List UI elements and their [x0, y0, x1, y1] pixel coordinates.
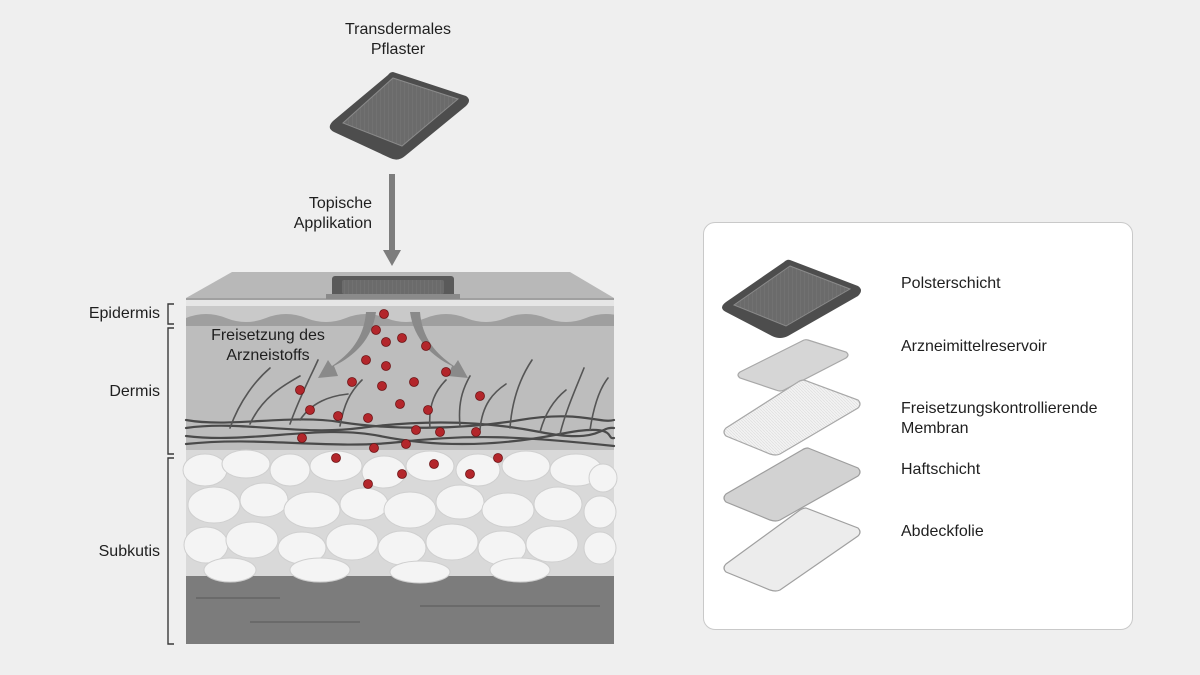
fat-cells	[182, 449, 618, 584]
release-label-line1: Freisetzung des	[211, 327, 325, 344]
legend-layer-adhesive-icon	[723, 447, 861, 522]
legend-label-membrane-line1: Freisetzungskontrollierende	[901, 400, 1098, 417]
release-label: Freisetzung des Arzneistoffs	[198, 326, 338, 366]
nerve-fibers	[229, 359, 609, 435]
application-label-line2: Applikation	[293, 215, 372, 232]
legend-label-liner: Abdeckfolie	[901, 523, 984, 540]
blood-vessels	[184, 415, 616, 448]
legend-layer-reservoir-icon	[737, 339, 849, 392]
patch-title-line2: Pflaster	[370, 41, 426, 58]
layer-brackets	[167, 303, 174, 645]
legend-layer-polsterschicht-icon	[722, 259, 861, 338]
release-arrows	[318, 312, 468, 378]
application-arrow	[383, 174, 401, 266]
legend-layer-liner-icon	[723, 507, 861, 592]
transdermal-patch-icon	[329, 72, 469, 160]
legend-label-reservoir: Arzneimittelreservoir	[901, 338, 1047, 355]
legend-label-membrane-line2: Membran	[901, 420, 969, 437]
application-label: Topische Applikation	[250, 194, 372, 234]
legend-label-polsterschicht: Polsterschicht	[901, 275, 1001, 292]
skin-block	[182, 272, 618, 644]
layer-label-epidermis: Epidermis	[88, 305, 160, 322]
applied-patch-icon	[326, 276, 460, 299]
application-label-line1: Topische	[308, 195, 372, 212]
layer-label-subkutis: Subkutis	[98, 543, 160, 560]
drug-particles	[295, 309, 503, 489]
legend-layer-membrane-icon	[723, 379, 861, 456]
legend-label-membrane: Freisetzungskontrollierende Membran	[901, 399, 1098, 439]
layer-label-dermis: Dermis	[109, 383, 160, 400]
legend-label-adhesive: Haftschicht	[901, 461, 981, 478]
patch-title: Transdermales Pflaster	[318, 20, 478, 60]
release-label-line2: Arzneistoffs	[226, 347, 310, 364]
patch-title-line1: Transdermales	[344, 21, 452, 38]
